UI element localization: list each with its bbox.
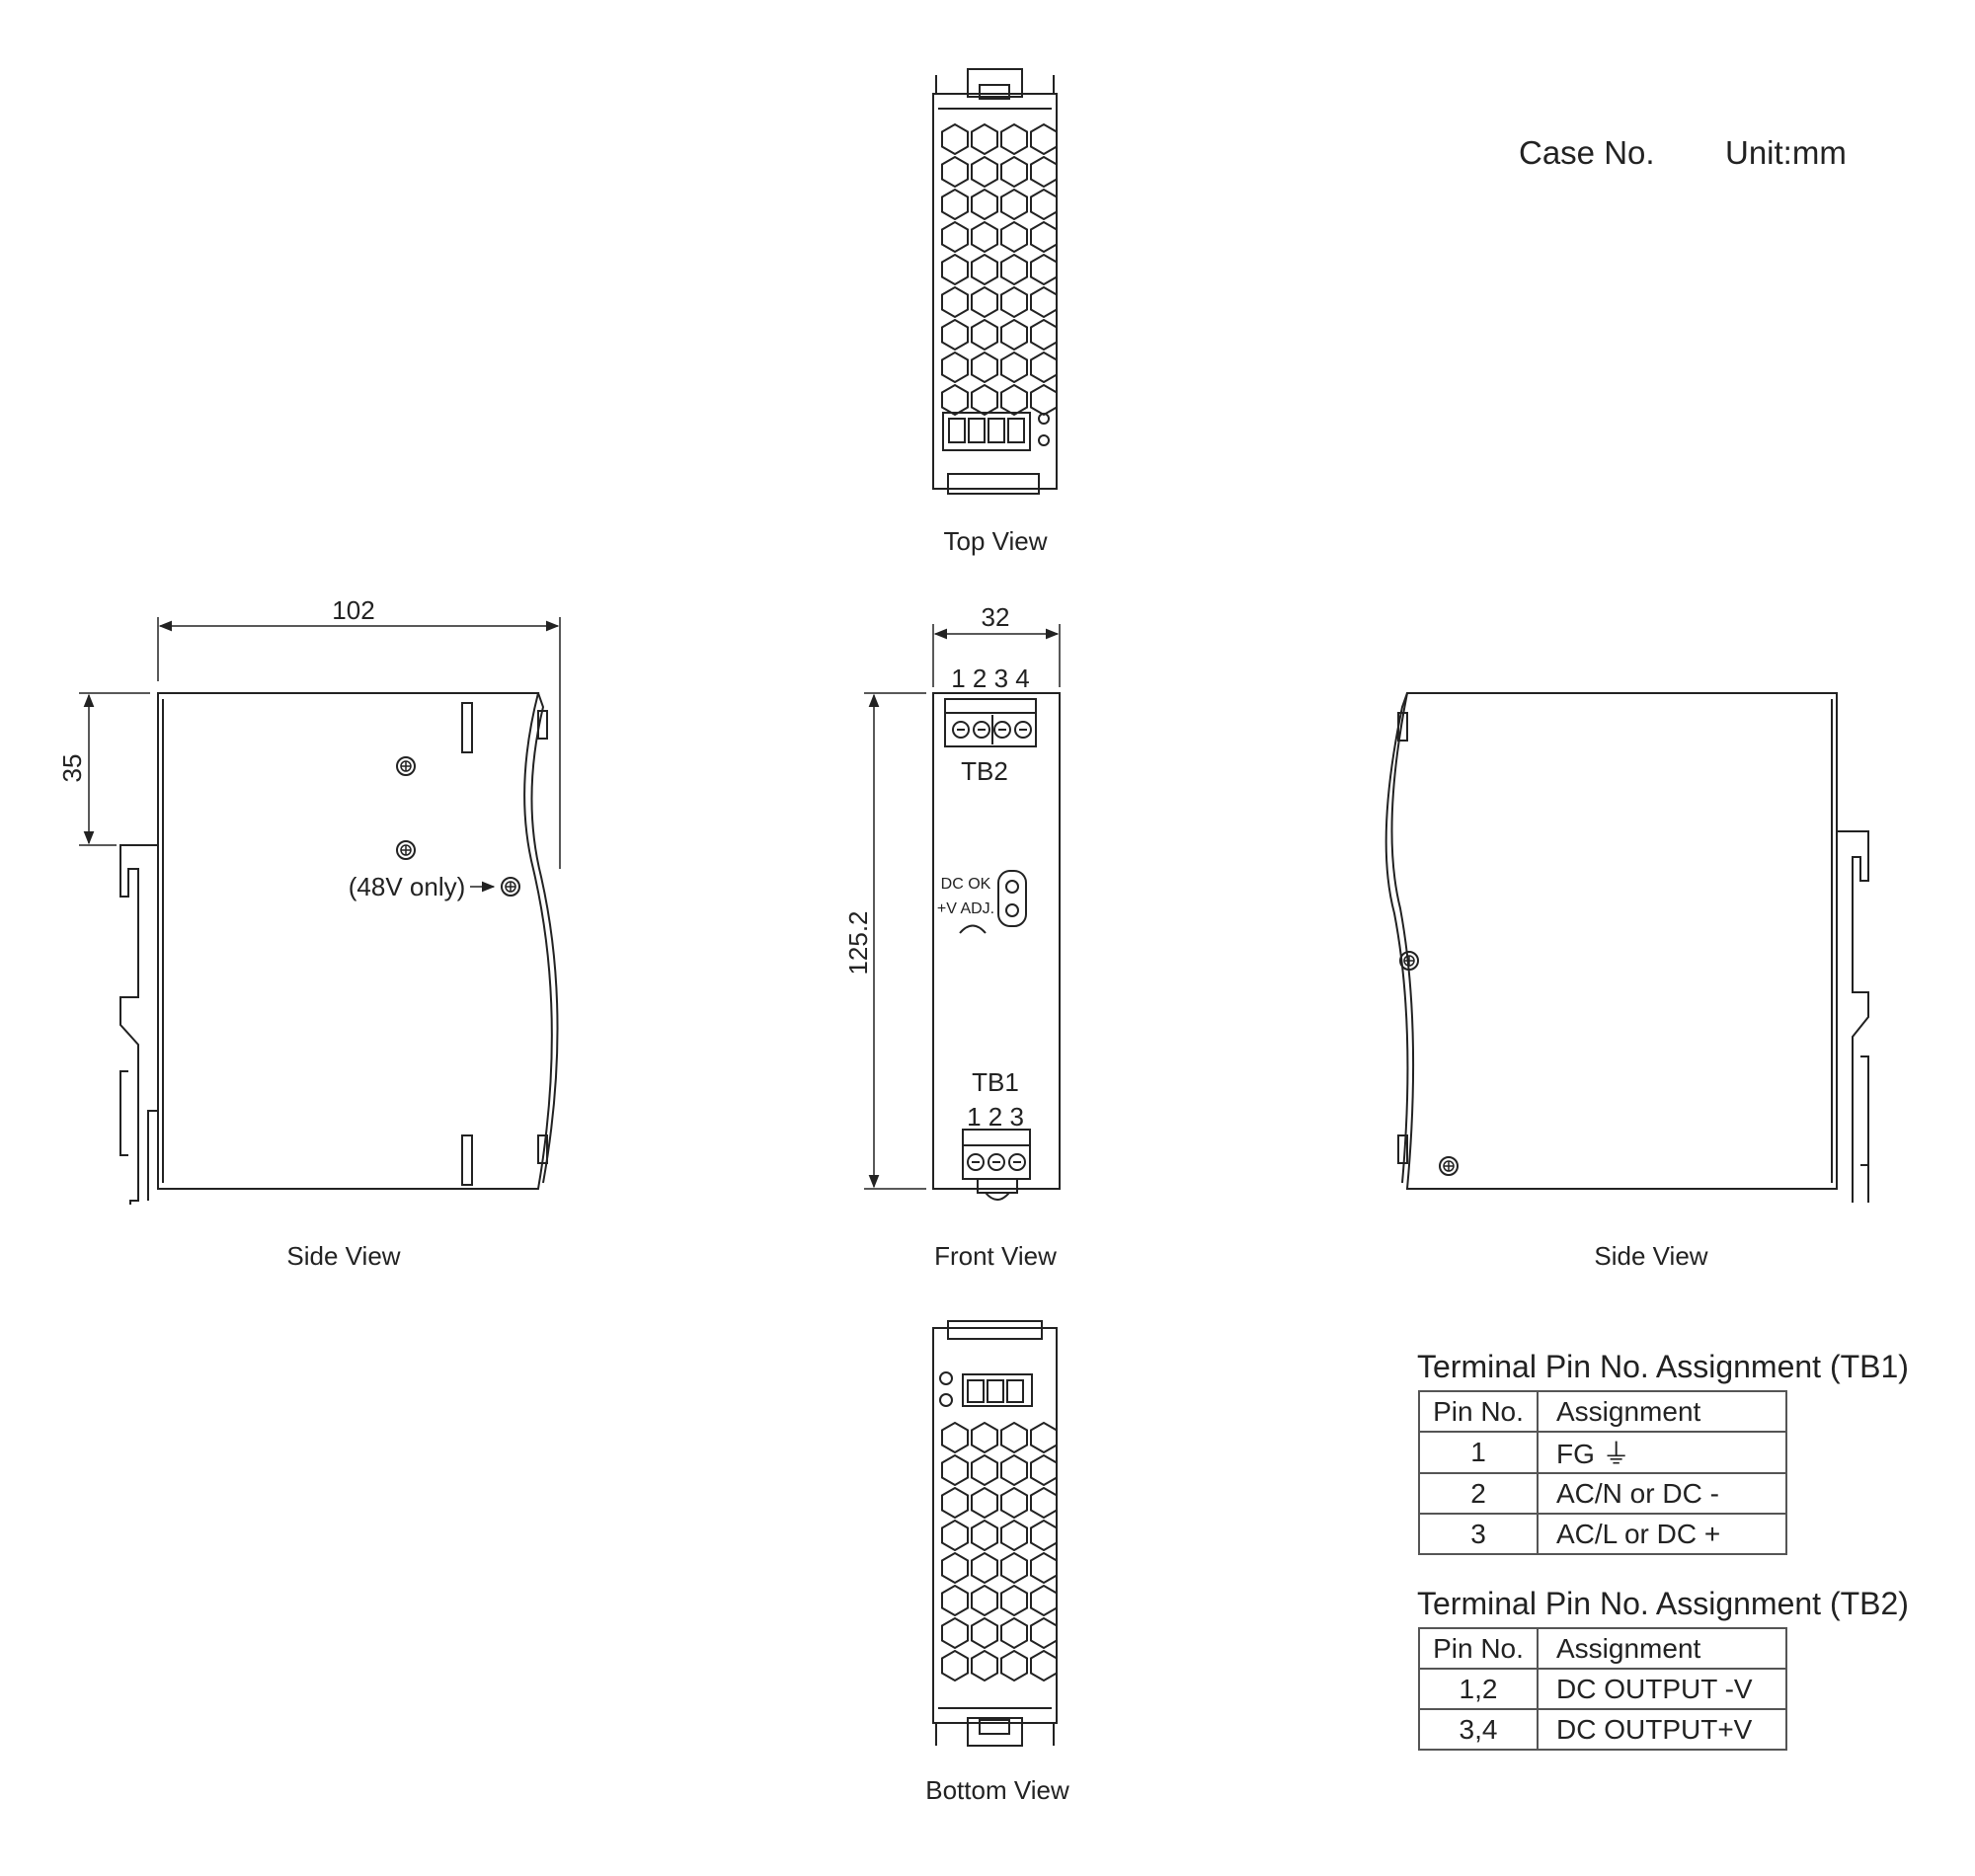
tb1-table-title: Terminal Pin No. Assignment (TB1) (1417, 1349, 1909, 1384)
tb2-assignment-table: Pin No. Assignment 1,2 DC OUTPUT -V 3,4 … (1418, 1627, 1787, 1751)
v-adj-label: +V ADJ. (937, 900, 994, 917)
unit-label: Unit:mm (1725, 134, 1847, 171)
table-row: 2 AC/N or DC - (1418, 1472, 1787, 1515)
table-row: 3,4 DC OUTPUT+V (1418, 1708, 1787, 1751)
top-view-label: Top View (943, 526, 1047, 556)
left-side-view-label: Side View (286, 1241, 400, 1271)
right-side-view (1384, 692, 1869, 1203)
pin-no-cell: 1 (1418, 1431, 1539, 1474)
assignment-header: Assignment (1537, 1627, 1787, 1670)
top-vent-grid (941, 123, 1058, 416)
table-header-row: Pin No. Assignment (1418, 1627, 1787, 1670)
pin-no-header: Pin No. (1418, 1390, 1539, 1433)
tb2-label: TB2 (961, 756, 1008, 786)
pin-no-cell: 2 (1418, 1472, 1539, 1515)
bottom-vent-grid (941, 1422, 1058, 1681)
front-width-dimension: 32 (982, 602, 1010, 632)
tb1-pin-numbers: 1 2 3 (967, 1102, 1024, 1132)
front-view (932, 692, 1061, 1201)
height-dimension: 125.2 (843, 910, 873, 975)
front-dimension-lines (864, 624, 1061, 1190)
table-row: 1,2 DC OUTPUT -V (1418, 1668, 1787, 1710)
tb2-pin-numbers: 1 2 3 4 (951, 664, 1030, 693)
top-view (932, 68, 1058, 495)
left-dimension-lines (79, 617, 561, 869)
table-header-row: Pin No. Assignment (1418, 1390, 1787, 1433)
pin-no-cell: 1,2 (1418, 1668, 1539, 1710)
table-row: 3 AC/L or DC + (1418, 1513, 1787, 1555)
pin-no-cell: 3 (1418, 1513, 1539, 1555)
tb1-assignment-table: Pin No. Assignment 1 FG ⏚ 2 AC/N or DC -… (1418, 1390, 1787, 1555)
bottom-view (932, 1320, 1058, 1747)
48v-only-note: (48V only) (349, 872, 466, 901)
dc-ok-label: DC OK (941, 876, 991, 893)
bottom-view-label: Bottom View (925, 1775, 1069, 1805)
table-row: 1 FG ⏚ (1418, 1431, 1787, 1474)
width-dimension: 102 (332, 595, 374, 625)
left-side-view (119, 692, 559, 1205)
pin-no-header: Pin No. (1418, 1627, 1539, 1670)
pin-no-cell: 3,4 (1418, 1708, 1539, 1751)
front-view-label: Front View (934, 1241, 1057, 1271)
assignment-cell: AC/N or DC - (1537, 1472, 1787, 1515)
case-no-label: Case No. (1519, 134, 1655, 171)
tb1-label: TB1 (972, 1067, 1019, 1097)
assignment-cell: FG ⏚ (1537, 1431, 1787, 1474)
depth-dimension: 35 (57, 754, 87, 783)
assignment-header: Assignment (1537, 1390, 1787, 1433)
assignment-cell: DC OUTPUT -V (1537, 1668, 1787, 1710)
right-side-view-label: Side View (1594, 1241, 1707, 1271)
assignment-cell: AC/L or DC + (1537, 1513, 1787, 1555)
tb2-table-title: Terminal Pin No. Assignment (TB2) (1417, 1586, 1909, 1621)
assignment-cell: DC OUTPUT+V (1537, 1708, 1787, 1751)
